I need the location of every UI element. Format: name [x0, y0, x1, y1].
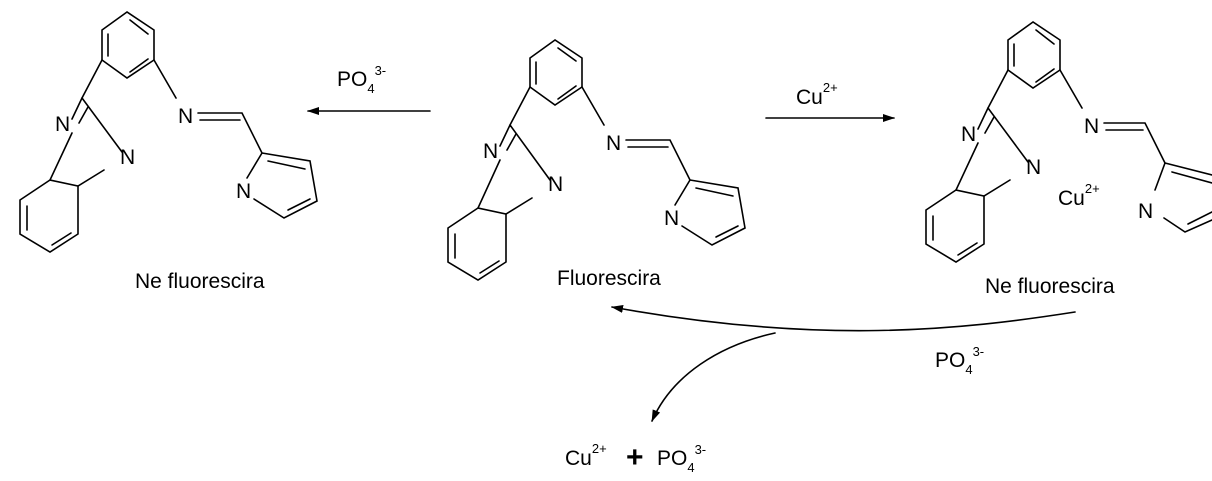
atom-n: N	[1026, 156, 1041, 179]
cu-ion-bound: Cu2+	[1058, 181, 1100, 210]
atom-n: N	[1084, 115, 1099, 138]
product-phosphate: PO43-	[657, 442, 706, 475]
atom-n: N	[961, 123, 976, 146]
molecule-right: N N N N Cu2+	[925, 21, 1212, 263]
reagent-phosphate: PO43-	[337, 63, 386, 96]
reagent-copper: Cu2+	[796, 80, 838, 109]
product-copper: Cu2+	[565, 441, 607, 470]
atom-n: N	[120, 146, 135, 169]
atom-n: N	[55, 113, 70, 136]
atom-n: N	[606, 132, 621, 155]
atom-n: N	[548, 173, 563, 196]
molecule-left[interactable]: N N N N	[19, 11, 318, 253]
reagent-phosphate-return: PO43-	[935, 344, 984, 377]
products: Cu2+ + PO43-	[565, 441, 706, 475]
atom-n: N	[236, 180, 251, 203]
atom-n: N	[178, 105, 193, 128]
center-label: Fluorescira	[557, 267, 661, 290]
molecule-center: N N N N	[447, 39, 746, 281]
atom-n: N	[664, 207, 679, 230]
atom-n: N	[483, 140, 498, 163]
right-label: Ne fluorescira	[985, 275, 1115, 298]
left-label: Ne fluorescira	[135, 270, 265, 293]
arrow-branch	[651, 332, 776, 422]
plus-sign: +	[626, 441, 644, 474]
atom-n: N	[1138, 200, 1153, 223]
arrow-return	[611, 305, 1076, 332]
